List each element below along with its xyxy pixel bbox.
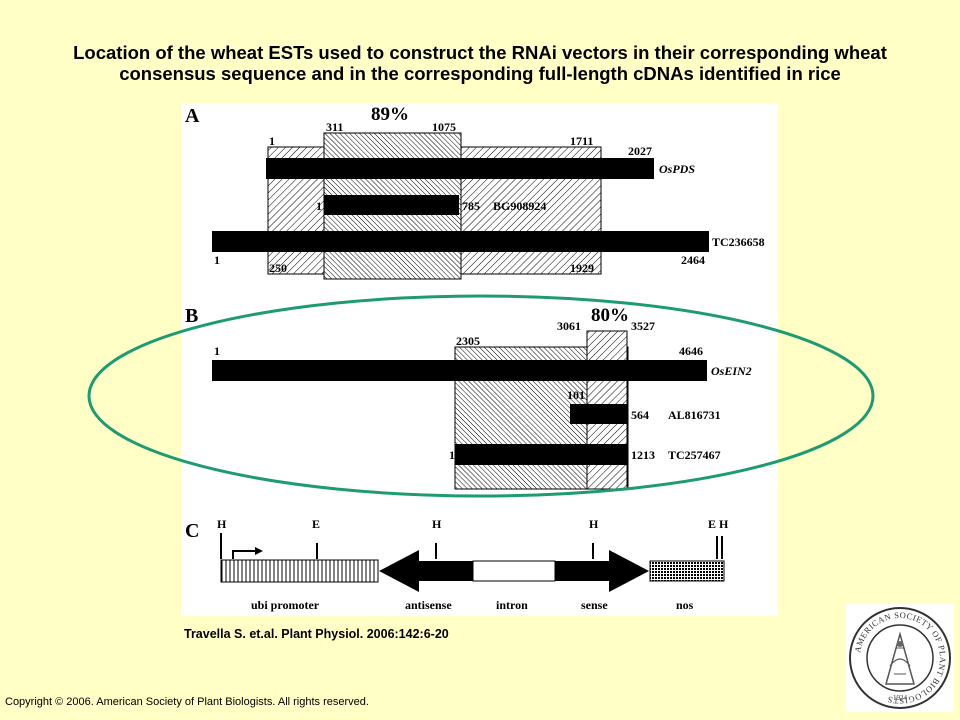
panel-a-num-1: 1 bbox=[269, 134, 275, 148]
copyright-notice: Copyright © 2006. American Society of Pl… bbox=[5, 696, 369, 708]
svg-text:1924: 1924 bbox=[893, 694, 908, 702]
tc236658-end: 2464 bbox=[681, 253, 705, 267]
ospds-name: OsPDS bbox=[659, 162, 695, 176]
site-h-3: H bbox=[589, 517, 599, 531]
antisense-arrow bbox=[379, 550, 473, 592]
ospds-end: 2027 bbox=[628, 144, 652, 158]
panel-a-letter: A bbox=[185, 105, 200, 127]
panel-b-percent: 80% bbox=[591, 305, 629, 326]
transcription-start-arrow bbox=[232, 550, 255, 559]
sense-arrow bbox=[555, 550, 649, 592]
al816731-bar bbox=[570, 404, 627, 424]
intron-box bbox=[472, 560, 556, 582]
al816731-start: 101 bbox=[567, 388, 585, 402]
osein2-mark: 2305 bbox=[456, 334, 480, 348]
panel-c-letter: C bbox=[185, 520, 199, 542]
site-eh: E H bbox=[708, 517, 729, 531]
ubi-promoter-box bbox=[220, 559, 379, 583]
label-antisense: antisense bbox=[405, 598, 452, 612]
label-ubi-promoter: ubi promoter bbox=[251, 598, 320, 612]
panel-a-num-1929: 1929 bbox=[570, 261, 594, 275]
panel-a-percent: 89% bbox=[371, 104, 409, 125]
est-name: BG908924 bbox=[493, 199, 546, 213]
al816731-name: AL816731 bbox=[668, 408, 721, 422]
aspb-seal-logo: AMERICAN SOCIETY OF PLANT BIOLOGISTS 192… bbox=[846, 604, 954, 712]
site-h-1: H bbox=[217, 517, 227, 531]
citation: Travella S. et.al. Plant Physiol. 2006:1… bbox=[184, 627, 449, 641]
osein2-end: 4646 bbox=[679, 344, 703, 358]
tc236658-bar bbox=[212, 231, 709, 252]
label-nos: nos bbox=[676, 598, 694, 612]
site-h-2: H bbox=[432, 517, 442, 531]
tc236658-name: TC236658 bbox=[712, 235, 765, 249]
osein2-start: 1 bbox=[214, 344, 220, 358]
est-end: 785 bbox=[462, 199, 480, 213]
est-start: 1 bbox=[316, 199, 322, 213]
transcription-start-arrowhead bbox=[255, 547, 263, 555]
tc257467-start: 1 bbox=[449, 448, 455, 462]
figure-svg: A 89% 1 311 1075 1711 2027 OsPDS 1 785 B… bbox=[185, 104, 765, 612]
osein2-name: OsEIN2 bbox=[711, 364, 752, 378]
tc236658-start: 1 bbox=[214, 253, 220, 267]
label-intron: intron bbox=[496, 598, 528, 612]
site-e-1: E bbox=[312, 517, 320, 531]
title-line-2: consensus sequence and in the correspond… bbox=[119, 63, 841, 84]
figure-panel: A 89% 1 311 1075 1711 2027 OsPDS 1 785 B… bbox=[181, 103, 778, 616]
panel-b-num-3527: 3527 bbox=[631, 319, 655, 333]
ospds-bar bbox=[266, 158, 654, 179]
nos-box bbox=[649, 560, 725, 582]
tc257467-bar bbox=[455, 444, 627, 465]
al816731-end: 564 bbox=[631, 408, 649, 422]
panel-a-num-1711: 1711 bbox=[570, 134, 593, 148]
tc257467-end: 1213 bbox=[631, 448, 655, 462]
panel-a-num-311: 311 bbox=[326, 120, 343, 134]
panel-a-num-250: 250 bbox=[269, 261, 287, 275]
panel-b-letter: B bbox=[185, 305, 198, 327]
panel-b-num-3061: 3061 bbox=[557, 319, 581, 333]
panel-a-num-1075: 1075 bbox=[432, 120, 456, 134]
est-bg908924-bar bbox=[324, 195, 459, 215]
tc257467-name: TC257467 bbox=[668, 448, 721, 462]
osein2-bar bbox=[212, 360, 707, 381]
title-line-1: Location of the wheat ESTs used to const… bbox=[73, 42, 887, 63]
slide-title: Location of the wheat ESTs used to const… bbox=[0, 42, 960, 84]
seal-svg: AMERICAN SOCIETY OF PLANT BIOLOGISTS 192… bbox=[849, 607, 951, 709]
label-sense: sense bbox=[581, 598, 608, 612]
